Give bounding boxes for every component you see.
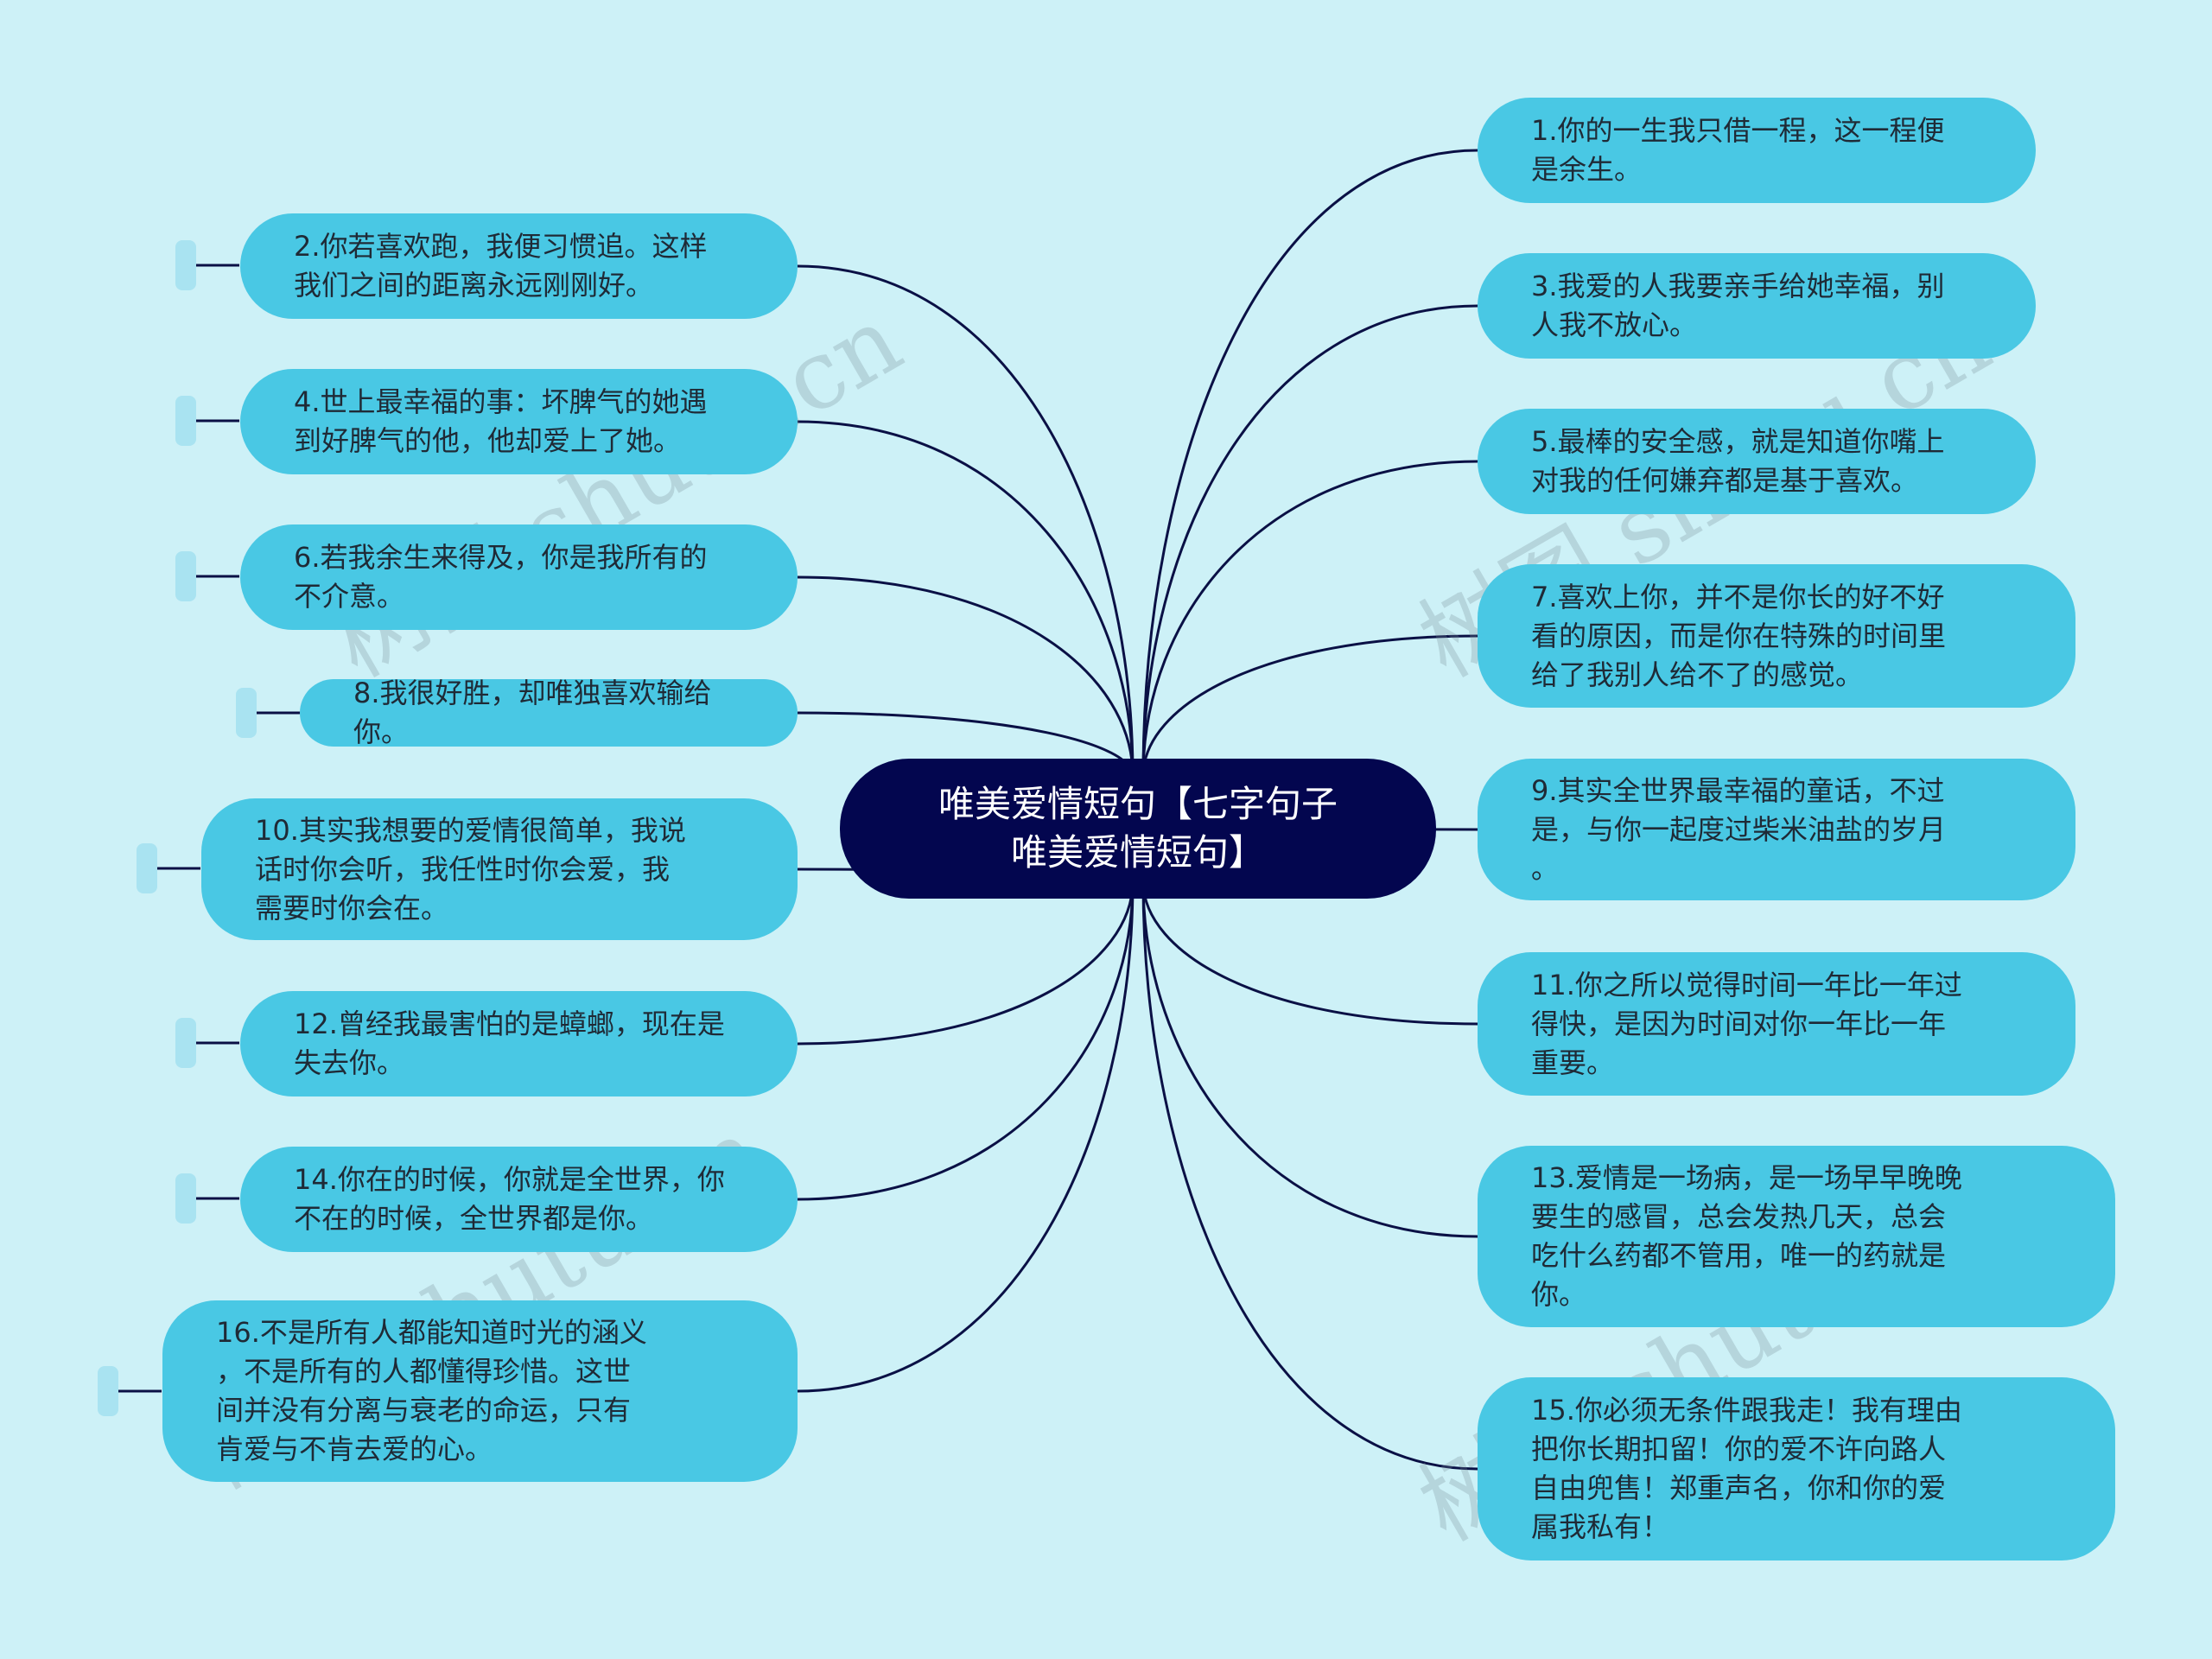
- root-topic-label: 唯美爱情短句【七字句子 唯美爱情短句】: [938, 783, 1338, 874]
- topic-node-label: 4.世上最幸福的事：坏脾气的她遇 到好脾气的他，他却爱上了她。: [294, 385, 708, 457]
- topic-node-label: 14.你在的时候，你就是全世界，你 不在的时候，全世界都是你。: [294, 1163, 725, 1235]
- connector-line: [797, 420, 1135, 777]
- connector-line: [797, 880, 1135, 1046]
- connector-line: [1141, 880, 1478, 1471]
- topic-node-12[interactable]: 12.曾经我最害怕的是蟑螂，现在是 失去你。: [240, 991, 798, 1096]
- collapse-handle[interactable]: [175, 1018, 196, 1068]
- topic-node-10[interactable]: 10.其实我想要的爱情很简单，我说 话时你会听，我任性时你会爱，我 需要时你会在…: [201, 798, 798, 940]
- topic-node-15[interactable]: 15.你必须无条件跟我走！我有理由 把你长期扣留！你的爱不许向路人 自由兜售！郑…: [1478, 1377, 2115, 1560]
- topic-node-label: 5.最棒的安全感，就是知道你嘴上 对我的任何嫌弃都是基于喜欢。: [1531, 425, 1945, 497]
- topic-node-label: 7.喜欢上你，并不是你长的好不好 看的原因，而是你在特殊的时间里 给了我别人给不…: [1531, 580, 1947, 691]
- topic-node-label: 16.不是所有人都能知道时光的涵义 ，不是所有的人都懂得珍惜。这世 间并没有分离…: [216, 1316, 647, 1465]
- topic-node-6[interactable]: 6.若我余生来得及，你是我所有的 不介意。: [240, 524, 798, 630]
- topic-node-16[interactable]: 16.不是所有人都能知道时光的涵义 ，不是所有的人都懂得珍惜。这世 间并没有分离…: [162, 1300, 798, 1482]
- connector-line: [1141, 149, 1478, 777]
- topic-node-11[interactable]: 11.你之所以觉得时间一年比一年过 得快，是因为时间对你一年比一年 重要。: [1478, 952, 2075, 1096]
- connector-line: [1141, 304, 1478, 777]
- topic-node-3[interactable]: 3.我爱的人我要亲手给她幸福，别 人我不放心。: [1478, 253, 2036, 359]
- topic-node-label: 10.其实我想要的爱情很简单，我说 话时你会听，我任性时你会爱，我 需要时你会在…: [255, 813, 686, 925]
- topic-node-label: 13.爱情是一场病，是一场早早晚晚 要生的感冒，总会发热几天，总会 吃什么药都不…: [1531, 1161, 1962, 1311]
- topic-node-label: 1.你的一生我只借一程，这一程便 是余生。: [1531, 114, 1945, 186]
- connector-line: [797, 264, 1135, 777]
- topic-node-label: 15.你必须无条件跟我走！我有理由 把你长期扣留！你的爱不许向路人 自由兜售！郑…: [1531, 1394, 1962, 1543]
- topic-node-14[interactable]: 14.你在的时候，你就是全世界，你 不在的时候，全世界都是你。: [240, 1147, 798, 1252]
- topic-node-4[interactable]: 4.世上最幸福的事：坏脾气的她遇 到好脾气的他，他却爱上了她。: [240, 369, 798, 474]
- topic-node-label: 6.若我余生来得及，你是我所有的 不介意。: [294, 541, 708, 613]
- collapse-handle[interactable]: [236, 688, 257, 738]
- collapse-handle[interactable]: [137, 843, 157, 893]
- connector-line: [797, 880, 1135, 1393]
- topic-node-8[interactable]: 8.我很好胜，却唯独喜欢输给你。: [300, 677, 798, 748]
- topic-node-label: 9.其实全世界最幸福的童话，不过 是，与你一起度过柴米油盐的岁月 。: [1531, 773, 1947, 885]
- connector-line: [1141, 634, 1478, 777]
- topic-node-label: 11.你之所以觉得时间一年比一年过 得快，是因为时间对你一年比一年 重要。: [1531, 968, 1962, 1079]
- topic-node-label: 3.我爱的人我要亲手给她幸福，别 人我不放心。: [1531, 270, 1945, 341]
- connector-line: [1141, 460, 1478, 777]
- topic-node-7[interactable]: 7.喜欢上你，并不是你长的好不好 看的原因，而是你在特殊的时间里 给了我别人给不…: [1478, 564, 2075, 708]
- topic-node-label: 8.我很好胜，却唯独喜欢输给你。: [353, 677, 712, 748]
- topic-node-label: 12.曾经我最害怕的是蟑螂，现在是 失去你。: [294, 1007, 725, 1079]
- connector-line: [1141, 880, 1478, 1238]
- topic-node-1[interactable]: 1.你的一生我只借一程，这一程便 是余生。: [1478, 98, 2036, 203]
- topic-node-9[interactable]: 9.其实全世界最幸福的童话，不过 是，与你一起度过柴米油盐的岁月 。: [1478, 759, 2075, 900]
- topic-node-5[interactable]: 5.最棒的安全感，就是知道你嘴上 对我的任何嫌弃都是基于喜欢。: [1478, 409, 2036, 514]
- collapse-handle[interactable]: [98, 1366, 118, 1416]
- collapse-handle[interactable]: [175, 551, 196, 601]
- topic-node-label: 2.你若喜欢跑，我便习惯追。这样 我们之间的距离永远刚刚好。: [294, 230, 708, 302]
- connector-line: [797, 880, 1135, 1201]
- collapse-handle[interactable]: [175, 240, 196, 290]
- collapse-handle[interactable]: [175, 396, 196, 446]
- topic-node-2[interactable]: 2.你若喜欢跑，我便习惯追。这样 我们之间的距离永远刚刚好。: [240, 213, 798, 319]
- connector-line: [797, 575, 1135, 777]
- collapse-handle[interactable]: [175, 1173, 196, 1224]
- root-topic[interactable]: 唯美爱情短句【七字句子 唯美爱情短句】: [840, 759, 1436, 899]
- topic-node-13[interactable]: 13.爱情是一场病，是一场早早晚晚 要生的感冒，总会发热几天，总会 吃什么药都不…: [1478, 1146, 2115, 1327]
- connector-line: [1141, 880, 1478, 1026]
